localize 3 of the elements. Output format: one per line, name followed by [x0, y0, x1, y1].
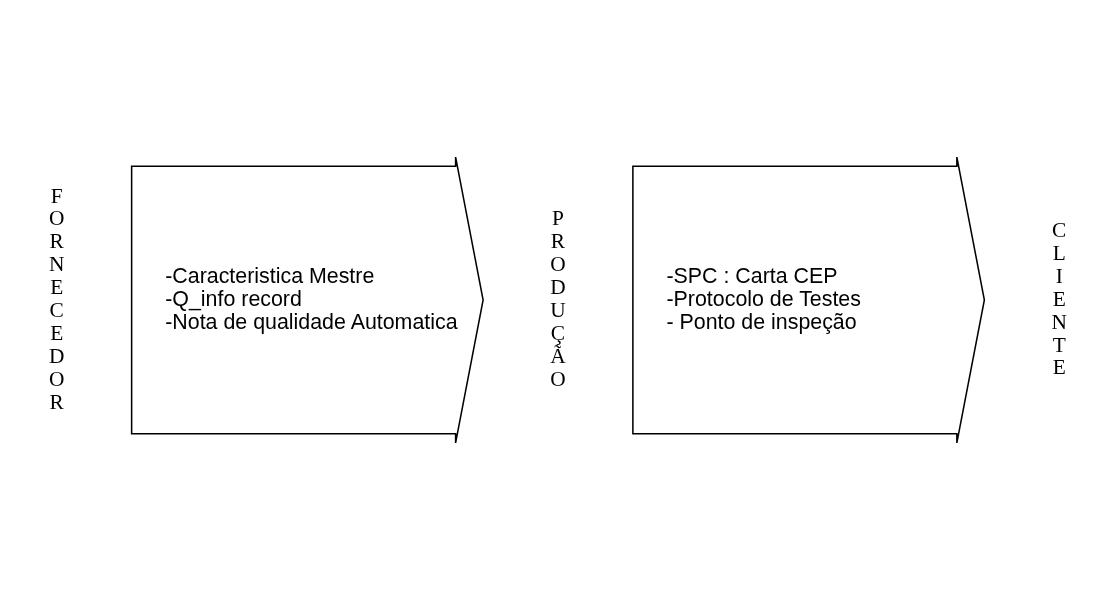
node-text: FORNECEDOR: [49, 183, 65, 414]
node-text: PRODUÇÃO: [550, 205, 566, 391]
node-text: CLIENTE: [1051, 217, 1067, 379]
